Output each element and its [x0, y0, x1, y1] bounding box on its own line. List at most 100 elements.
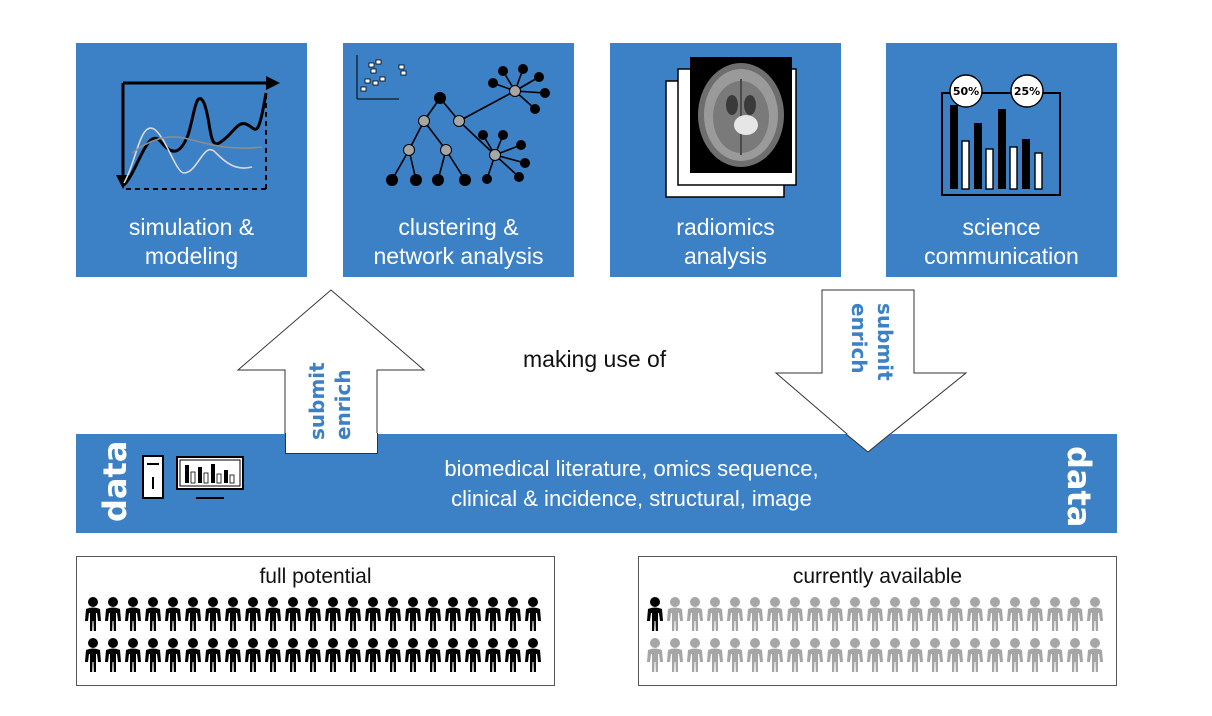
- person-icon: [505, 638, 521, 672]
- people-grid-full: [85, 597, 541, 672]
- person-icon: [465, 597, 481, 631]
- person-icon: [647, 597, 663, 631]
- person-icon: [525, 638, 541, 672]
- person-icon: [385, 597, 401, 631]
- people-grid-available: [647, 597, 1103, 672]
- person-icon: [1067, 638, 1083, 672]
- person-icon: [1027, 597, 1043, 631]
- person-icon: [967, 597, 983, 631]
- person-icon: [165, 597, 181, 631]
- person-icon: [747, 597, 763, 631]
- person-icon: [827, 597, 843, 631]
- person-icon: [305, 597, 321, 631]
- person-icon: [907, 638, 923, 672]
- badge-25: [1010, 74, 1044, 108]
- monitor-chart-icon: [176, 456, 244, 499]
- person-icon: [445, 597, 461, 631]
- making-use-of-label: making use of: [523, 346, 667, 372]
- person-icon: [967, 638, 983, 672]
- badge-50: [949, 74, 983, 108]
- badge-25-text: 25%: [1014, 85, 1040, 98]
- person-icon: [987, 597, 1003, 631]
- mri-scan-stack-icon: [665, 57, 797, 198]
- full-potential-title: full potential: [259, 565, 372, 588]
- person-icon: [927, 638, 943, 672]
- person-icon: [687, 638, 703, 672]
- person-icon: [687, 597, 703, 631]
- person-icon: [887, 597, 903, 631]
- full-potential-box: full potential: [76, 556, 555, 686]
- person-icon: [887, 638, 903, 672]
- person-icon: [1007, 638, 1023, 672]
- person-icon: [787, 638, 803, 672]
- person-icon: [225, 597, 241, 631]
- person-icon: [85, 597, 101, 631]
- person-icon: [125, 638, 141, 672]
- person-icon: [245, 597, 261, 631]
- person-icon: [285, 638, 301, 672]
- person-icon: [667, 638, 683, 672]
- up-arrow-word-submit: submit: [305, 362, 329, 440]
- person-icon: [425, 638, 441, 672]
- person-icon: [405, 638, 421, 672]
- data-label-left: data: [96, 440, 134, 522]
- person-icon: [1087, 597, 1103, 631]
- panel-clustering: clustering & network analysis: [343, 43, 574, 277]
- network-tree-icon: [356, 55, 550, 186]
- person-icon: [727, 638, 743, 672]
- person-icon: [1007, 597, 1023, 631]
- up-arrow-label: submit enrich: [304, 362, 356, 440]
- line-plot-icon: [116, 76, 280, 190]
- person-icon: [205, 597, 221, 631]
- person-icon: [345, 638, 361, 672]
- person-icon: [727, 597, 743, 631]
- panel-science: 50% 25% science communication: [886, 43, 1117, 277]
- panel-label: radiomics analysis: [610, 213, 841, 271]
- person-icon: [325, 597, 341, 631]
- person-icon: [185, 597, 201, 631]
- person-icon: [927, 597, 943, 631]
- person-icon: [365, 597, 381, 631]
- panel-label: science communication: [886, 213, 1117, 271]
- person-icon: [425, 597, 441, 631]
- data-description-line-2: clinical & incidence, structural, image: [451, 486, 812, 511]
- person-icon: [987, 638, 1003, 672]
- panel-label-line-1: radiomics: [676, 214, 775, 240]
- person-icon: [285, 597, 301, 631]
- panel-label-line-2: analysis: [683, 243, 768, 269]
- up-arrow-stem: [285, 433, 378, 454]
- data-description: biomedical literature, omics sequence, c…: [326, 454, 937, 514]
- down-arrow-tip: [845, 434, 890, 453]
- data-bar: data biomedical literature, omics sequen…: [76, 434, 1117, 533]
- person-icon: [105, 638, 121, 672]
- panel-label-line-1: science: [962, 214, 1041, 240]
- person-icon: [385, 638, 401, 672]
- panel-label: simulation & modeling: [76, 213, 307, 271]
- person-icon: [445, 638, 461, 672]
- panel-simulation: simulation & modeling: [76, 43, 307, 277]
- person-icon: [667, 597, 683, 631]
- person-icon: [125, 597, 141, 631]
- down-arrow-label: submit enrich: [846, 303, 898, 381]
- person-icon: [827, 638, 843, 672]
- person-icon: [145, 638, 161, 672]
- person-icon: [145, 597, 161, 631]
- person-icon: [1027, 638, 1043, 672]
- person-icon: [907, 597, 923, 631]
- person-icon: [485, 638, 501, 672]
- person-icon: [947, 597, 963, 631]
- person-icon: [847, 638, 863, 672]
- badge-50-text: 50%: [953, 85, 979, 98]
- person-icon: [867, 638, 883, 672]
- person-icon: [867, 597, 883, 631]
- person-icon: [947, 638, 963, 672]
- person-icon: [345, 597, 361, 631]
- down-arrow-word-submit: submit: [873, 303, 897, 381]
- bar-chart-percent-icon: 50% 25%: [941, 74, 1061, 196]
- person-icon: [245, 638, 261, 672]
- person-icon: [205, 638, 221, 672]
- person-icon: [807, 638, 823, 672]
- person-icon: [707, 597, 723, 631]
- down-arrow-shape: [774, 289, 968, 453]
- currently-available-box: currently available: [638, 556, 1117, 686]
